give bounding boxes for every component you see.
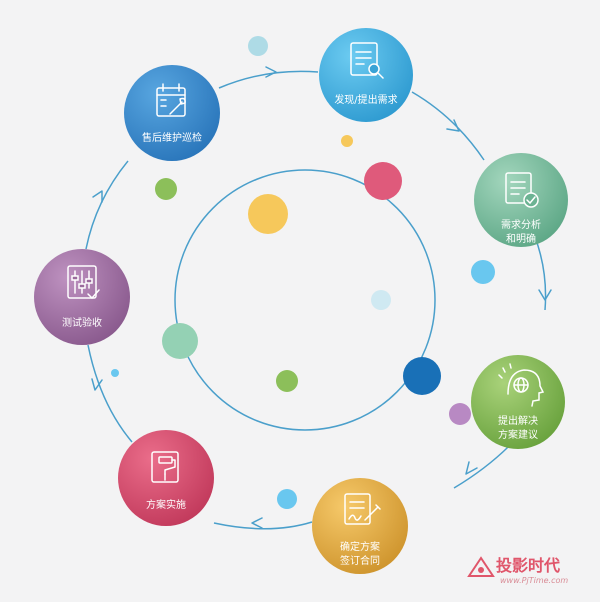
step-label: 发现/提出需求 <box>334 93 397 106</box>
dot <box>449 403 471 425</box>
step-label: 需求分析 <box>501 218 541 231</box>
dot <box>471 260 495 284</box>
step-label: 方案实施 <box>146 498 186 511</box>
step-analyze[interactable]: 需求分析 和明确 <box>474 153 568 247</box>
dot <box>248 36 268 56</box>
dot <box>277 489 297 509</box>
watermark-brand: 投影时代 <box>496 556 560 575</box>
calendar-wrench-icon <box>156 83 186 117</box>
inner-cycle-ring <box>174 169 436 431</box>
step-label: 测试验收 <box>62 316 102 329</box>
step-discover[interactable]: 发现/提出需求 <box>319 28 413 122</box>
arrow-icon <box>91 378 103 391</box>
step-contract[interactable]: 确定方案 签订合同 <box>312 478 408 574</box>
arrow-icon <box>446 119 460 132</box>
watermark-logo-icon <box>467 556 495 577</box>
dot <box>364 162 402 200</box>
dot <box>341 135 353 147</box>
dot <box>155 178 177 200</box>
dot <box>276 370 298 392</box>
arrow-icon <box>92 190 103 203</box>
arrow-icon <box>265 66 277 78</box>
step-implement[interactable]: 方案实施 <box>118 430 214 526</box>
watermark-url: www.PjTime.com <box>500 576 568 585</box>
step-maintain[interactable]: 售后维护巡检 <box>124 65 220 161</box>
dot <box>371 290 391 310</box>
sliders-check-icon <box>67 265 100 300</box>
arrow-icon <box>251 517 263 529</box>
cycle-arrowheads <box>91 66 552 529</box>
step-label-line2: 方案建议 <box>498 428 538 441</box>
step-label: 确定方案 <box>340 540 380 553</box>
document-sign-icon <box>344 493 381 525</box>
arrow-icon <box>538 289 552 301</box>
step-label-line2: 签订合同 <box>340 554 380 567</box>
decorative-dots <box>111 36 495 509</box>
dot <box>403 357 441 395</box>
step-label-line2: 和明确 <box>506 232 536 245</box>
paint-roller-icon <box>151 451 179 483</box>
step-propose[interactable]: 提出解决 方案建议 <box>471 355 565 449</box>
step-label: 提出解决 <box>498 414 538 427</box>
document-search-icon <box>350 42 384 79</box>
step-label: 售后维护巡检 <box>142 131 202 144</box>
document-check-icon <box>505 172 539 208</box>
dot <box>111 369 119 377</box>
dot <box>248 194 288 234</box>
arrow-icon <box>465 461 478 475</box>
watermark: 投影时代 www.PjTime.com <box>467 556 568 585</box>
step-test[interactable]: 测试验收 <box>34 249 130 345</box>
head-globe-icon <box>498 363 545 407</box>
dot <box>162 323 198 359</box>
